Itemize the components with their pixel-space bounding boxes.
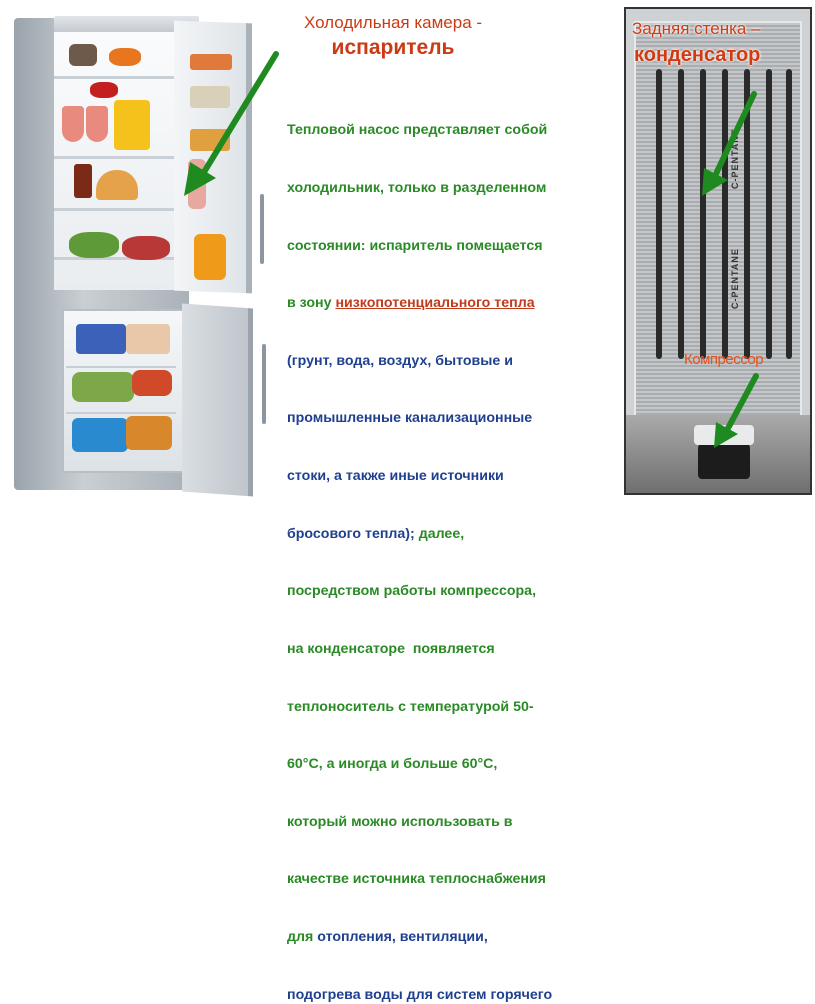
evaporator-subtitle: испаритель	[331, 36, 455, 59]
bowl-food	[90, 82, 118, 98]
evaporator-title: Холодильная камера -	[303, 13, 483, 32]
fridge-control-panel	[54, 16, 199, 32]
freezer-handle	[262, 344, 266, 424]
freezer-food	[72, 418, 128, 452]
juice-jug-food	[114, 100, 150, 150]
fridge-handle	[260, 194, 264, 264]
para-line: теплоноситель с температурой 50-	[287, 698, 534, 715]
para-line: (грунт, вода, воздух, бытовые и	[287, 352, 513, 369]
freezer-food	[126, 324, 170, 354]
para-line: посредством работы компрессора,	[287, 583, 537, 600]
freezer-drawer	[66, 366, 176, 412]
vegetables-food	[69, 232, 119, 258]
freezer-drawer	[66, 412, 176, 458]
fridge-shelf	[54, 156, 184, 159]
fridge-shelf	[54, 257, 184, 260]
para-line: Тепловой насос представляет собой	[287, 122, 548, 139]
condenser-tube	[656, 69, 662, 359]
condenser-tube	[700, 69, 706, 359]
para-line: холодильник, только в разделенном	[287, 180, 547, 197]
freezer-door	[182, 303, 253, 497]
para-line: который можно использовать в	[287, 813, 513, 830]
low-potential-heat-link[interactable]: низкопотенциального тепла	[335, 295, 535, 312]
pentane-label: C-PENTANE	[730, 248, 740, 309]
para-line: в зону низкопотенциального тепла	[287, 295, 535, 312]
refrigerator-image	[14, 14, 266, 497]
condenser-tube	[786, 69, 792, 359]
condenser-subtitle: конденсатор	[634, 44, 761, 66]
para-line: на конденсаторе появляется	[287, 640, 495, 657]
freezer-meat	[132, 370, 172, 396]
arrow-compressor-icon	[714, 373, 759, 448]
para-line: 60°С, а иногда и больше 60°С,	[287, 756, 498, 773]
para-line: бросового тепла); далее,	[287, 525, 465, 542]
compressor-label: Компрессор	[684, 351, 764, 368]
jar-food	[74, 164, 92, 198]
door-bottles-food	[190, 54, 232, 70]
freezer-food	[126, 416, 172, 450]
para-line: промышленные канализационные	[287, 410, 533, 427]
glass-food	[86, 106, 108, 142]
para-line: стоки, а также иные источники	[287, 468, 504, 485]
door-bottles-food	[190, 86, 230, 108]
cake-dome-food	[96, 170, 138, 200]
condenser-tube	[678, 69, 684, 359]
condenser-tube	[722, 69, 728, 359]
para-line: для отопления, вентиляции,	[287, 928, 488, 945]
freezer-vegetables	[72, 372, 134, 402]
arrow-evaporator-icon	[184, 51, 279, 196]
arrow-condenser-icon	[702, 91, 757, 196]
door-drinks-food	[194, 234, 226, 280]
para-line: подогрева воды для систем горячего	[287, 986, 553, 1003]
description-paragraph: Тепловой насос представляет собой холоди…	[287, 83, 617, 1004]
pot-food	[69, 44, 97, 66]
condenser-tube	[766, 69, 772, 359]
compressor	[694, 425, 754, 479]
para-line: состоянии: испаритель помещается	[287, 237, 543, 254]
oranges-food	[109, 48, 141, 66]
condenser-title: Задняя стенка –	[632, 19, 761, 38]
refrigerator-back-image: C-PENTANE C-PENTANE	[624, 7, 812, 495]
para-line: качестве источника теплоснабжения	[287, 871, 546, 888]
fridge-shelf	[54, 76, 184, 79]
condenser-panel	[634, 21, 802, 423]
glass-food	[62, 106, 84, 142]
fruits-food	[122, 236, 170, 260]
freezer-food	[76, 324, 126, 354]
condenser-tube	[744, 69, 750, 359]
fridge-shelf	[54, 208, 184, 211]
